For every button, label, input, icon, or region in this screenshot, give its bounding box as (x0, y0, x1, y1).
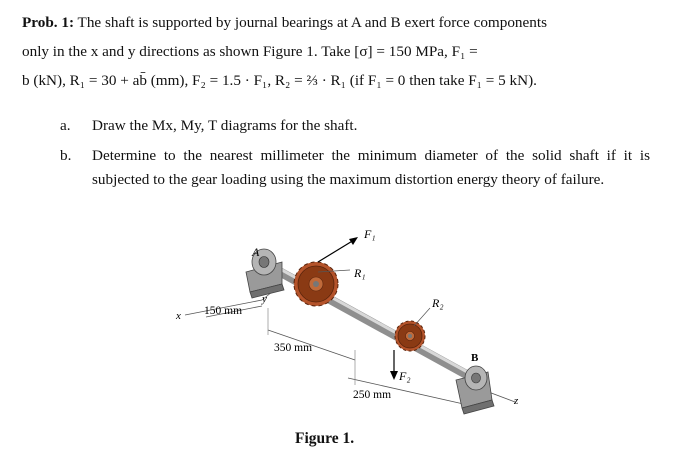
problem-line-3: b (kN), R₁ = 30 + ab̄ (mm), F₂ = 1.5 · F… (22, 72, 537, 89)
dim-line-150 (205, 305, 263, 318)
f2-arrowhead (390, 371, 398, 380)
dim-line-350 (267, 329, 356, 361)
task-b: b. Determine to the nearest millimeter t… (60, 144, 650, 192)
x-axis-line (184, 299, 263, 316)
dim-line-250 (347, 377, 469, 406)
label-r1: R₁ (353, 266, 366, 280)
task-a-marker: a. (60, 117, 71, 134)
problem-label: Prob. 1: (22, 14, 75, 31)
shaft-highlight (260, 257, 482, 381)
label-x: x (175, 310, 181, 322)
label-y: y (261, 293, 267, 305)
label-f1: F₁ (363, 227, 376, 241)
label-dim-350: 350 mm (274, 342, 312, 354)
label-a: A (251, 245, 260, 259)
label-b: B (471, 352, 479, 364)
problem-line-1: Prob. 1: The shaft is supported by journ… (22, 14, 547, 31)
bearing-b (455, 365, 495, 415)
r1-line (317, 269, 351, 273)
gear-1 (293, 261, 339, 307)
task-a: a. Draw the Mx, My, T diagrams for the s… (60, 114, 650, 138)
bearing-a (245, 248, 285, 299)
figure-caption: Figure 1. (295, 430, 355, 447)
f1-arrow (317, 239, 355, 263)
problem-line-2: only in the x and y directions as shown … (22, 43, 478, 60)
f1-arrowhead (349, 237, 358, 245)
label-r2: R₂ (431, 296, 444, 310)
task-list: a. Draw the Mx, My, T diagrams for the s… (60, 114, 650, 192)
problem-statement: Prob. 1: The shaft is supported by journ… (22, 8, 658, 95)
r2-line (413, 307, 431, 327)
gear-2 (394, 320, 426, 352)
label-z: z (513, 395, 519, 407)
label-f2: F₂ (398, 369, 411, 383)
task-a-text: Draw the Mx, My, T diagrams for the shaf… (92, 117, 358, 134)
task-b-marker: b. (60, 147, 72, 164)
task-b-text: Determine to the nearest millimeter the … (92, 147, 650, 188)
label-dim-250: 250 mm (353, 389, 391, 401)
label-dim-150: 150 mm (204, 305, 242, 317)
